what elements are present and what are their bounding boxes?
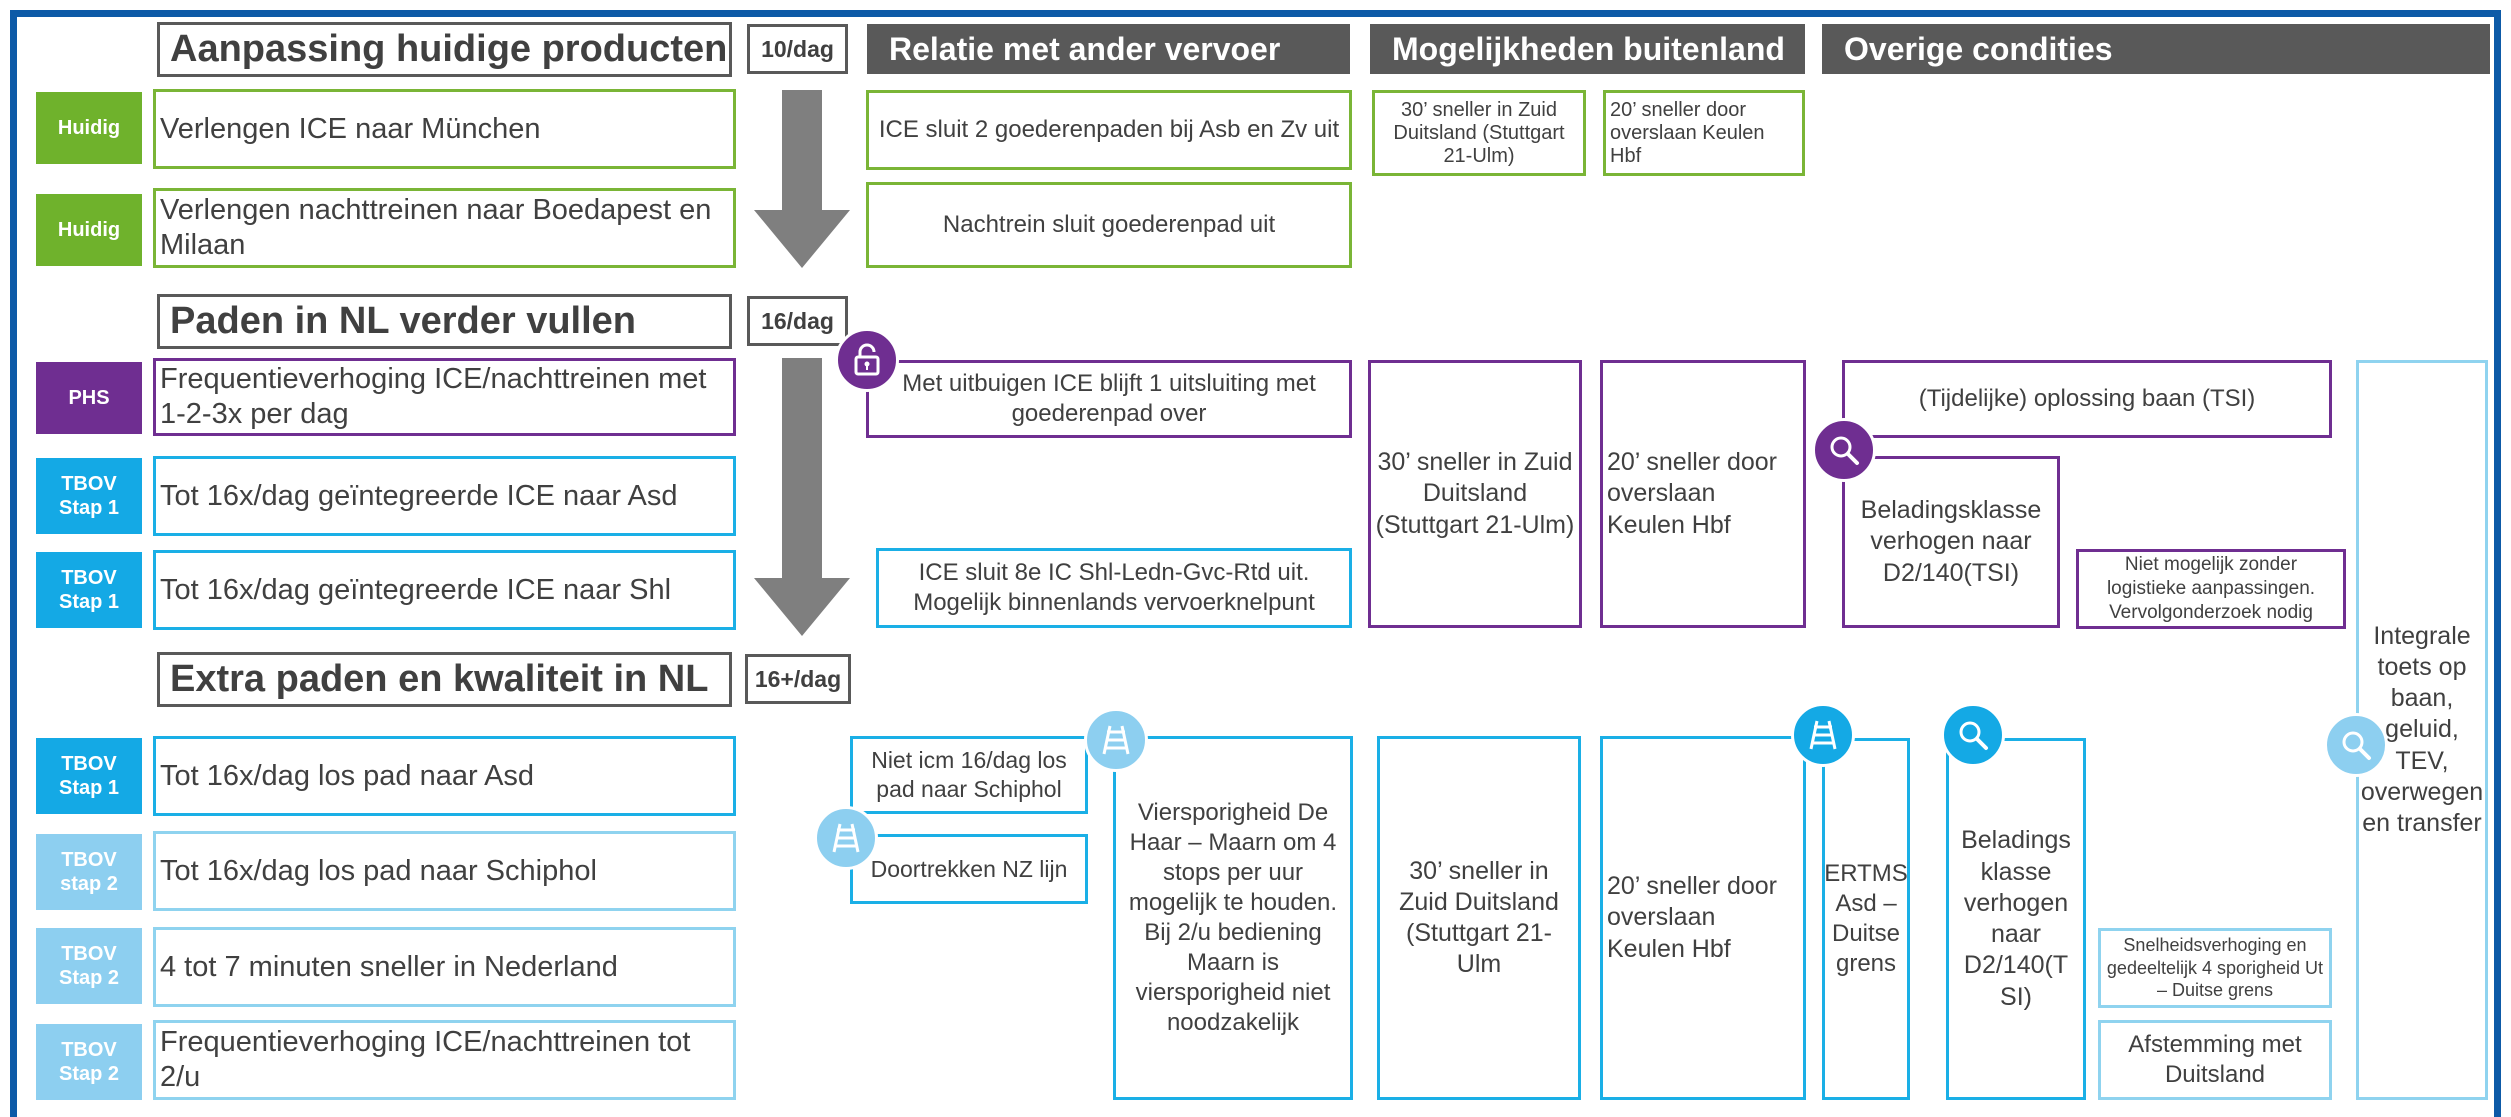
rate-paden: 16/dag	[747, 296, 848, 346]
overige-box: Niet mogelijk zonder logistieke aanpassi…	[2076, 549, 2346, 629]
badge-line: TBOV	[61, 943, 117, 965]
overige-box: (Tijdelijke) oplossing baan (TSI)	[1842, 360, 2332, 438]
row-text: Tot 16x/dag geïntegreerde ICE naar Shl	[153, 550, 736, 630]
relatie-box: Nachtrein sluit goederenpad uit	[866, 182, 1352, 268]
relatie-box: Niet icm 16/dag los pad naar Schiphol	[850, 736, 1088, 814]
badge-line: TBOV	[61, 1039, 117, 1061]
row-text: Verlengen ICE naar München	[153, 89, 736, 169]
badge-line: stap 2	[60, 873, 118, 895]
badge-line: Stap 1	[58, 497, 120, 519]
badge-line: TBOV	[61, 473, 117, 495]
section-title-paden: Paden in NL verder vullen	[157, 294, 732, 349]
row-badge: PHS	[36, 362, 142, 434]
row-text: Frequentieverhoging ICE/nachttreinen met…	[153, 358, 736, 436]
relatie-box: Viersporigheid De Haar – Maarn om 4 stop…	[1113, 736, 1353, 1100]
row-badge: Huidig	[36, 92, 142, 164]
badge-line: TBOV	[61, 567, 117, 589]
badge-line: TBOV	[61, 849, 117, 871]
badge-line: Stap 1	[58, 591, 120, 613]
buitenland-box: 30’ sneller in Zuid Duitsland (Stuttgart…	[1372, 90, 1586, 176]
down-arrow-1	[754, 90, 850, 268]
header-overige: Overige condities	[1822, 24, 2490, 74]
search-icon	[1812, 418, 1876, 482]
section-title-extra: Extra paden en kwaliteit in NL	[157, 652, 732, 707]
badge-line: Stap 2	[58, 967, 120, 989]
rate-extra: 16+/dag	[745, 654, 851, 704]
row-badge: Huidig	[36, 194, 142, 266]
buitenland-box: 30’ sneller in Zuid Duitsland (Stuttgart…	[1377, 736, 1581, 1100]
row-text: Frequentieverhoging ICE/nachttreinen tot…	[153, 1020, 736, 1100]
row-text: Verlengen nachttreinen naar Boedapest en…	[153, 188, 736, 268]
down-arrow-2	[754, 358, 850, 636]
badge-line: Stap 1	[58, 777, 120, 799]
railway-track-icon	[814, 806, 878, 870]
header-relatie: Relatie met ander vervoer	[867, 24, 1350, 74]
railway-track-icon	[1791, 703, 1855, 767]
overige-box: Beladingsklasse verhogen naar D2/140(TSI…	[1842, 456, 2060, 628]
buitenland-box: 20’ sneller door overslaan Keulen Hbf	[1600, 736, 1806, 1100]
badge-line: Huidig	[57, 117, 121, 139]
buitenland-box: 30’ sneller in Zuid Duitsland (Stuttgart…	[1368, 360, 1582, 628]
rate-aanpassing: 10/dag	[747, 24, 848, 74]
row-text: Tot 16x/dag los pad naar Asd	[153, 736, 736, 816]
buitenland-box: 20’ sneller door overslaan Keulen Hbf	[1600, 360, 1806, 628]
overige-box: Snelheidsverhoging en gedeeltelijk 4 spo…	[2098, 928, 2332, 1008]
row-text: Tot 16x/dag geïntegreerde ICE naar Asd	[153, 456, 736, 536]
overige-box: ERTMS Asd – Duitse grens	[1822, 738, 1910, 1100]
overige-box: Afstemming met Duitsland	[2098, 1020, 2332, 1100]
railway-track-icon	[1084, 708, 1148, 772]
search-icon	[2324, 713, 2388, 777]
badge-line: Huidig	[57, 219, 121, 241]
badge-line: PHS	[68, 387, 110, 409]
buitenland-box: 20’ sneller door overslaan Keulen Hbf	[1603, 90, 1805, 176]
row-text: Tot 16x/dag los pad naar Schiphol	[153, 831, 736, 911]
badge-line: Stap 2	[58, 1063, 120, 1085]
relatie-box: Met uitbuigen ICE blijft 1 uitsluiting m…	[866, 360, 1352, 438]
badge-line: TBOV	[61, 753, 117, 775]
row-text: 4 tot 7 minuten sneller in Nederland	[153, 927, 736, 1007]
relatie-box: ICE sluit 2 goederenpaden bij Asb en Zv …	[866, 90, 1352, 170]
overige-box: Beladings klasse verhogen naar D2/140(T …	[1946, 738, 2086, 1100]
outer-frame	[10, 10, 2501, 1117]
search-icon	[1941, 703, 2005, 767]
relatie-box: Doortrekken NZ lijn	[850, 834, 1088, 904]
section-title-aanpassing: Aanpassing huidige producten	[157, 22, 732, 77]
relatie-box: ICE sluit 8e IC Shl-Ledn-Gvc-Rtd uit. Mo…	[876, 548, 1352, 628]
unlock-icon	[835, 328, 899, 392]
header-mogelijkheden: Mogelijkheden buitenland	[1370, 24, 1805, 74]
